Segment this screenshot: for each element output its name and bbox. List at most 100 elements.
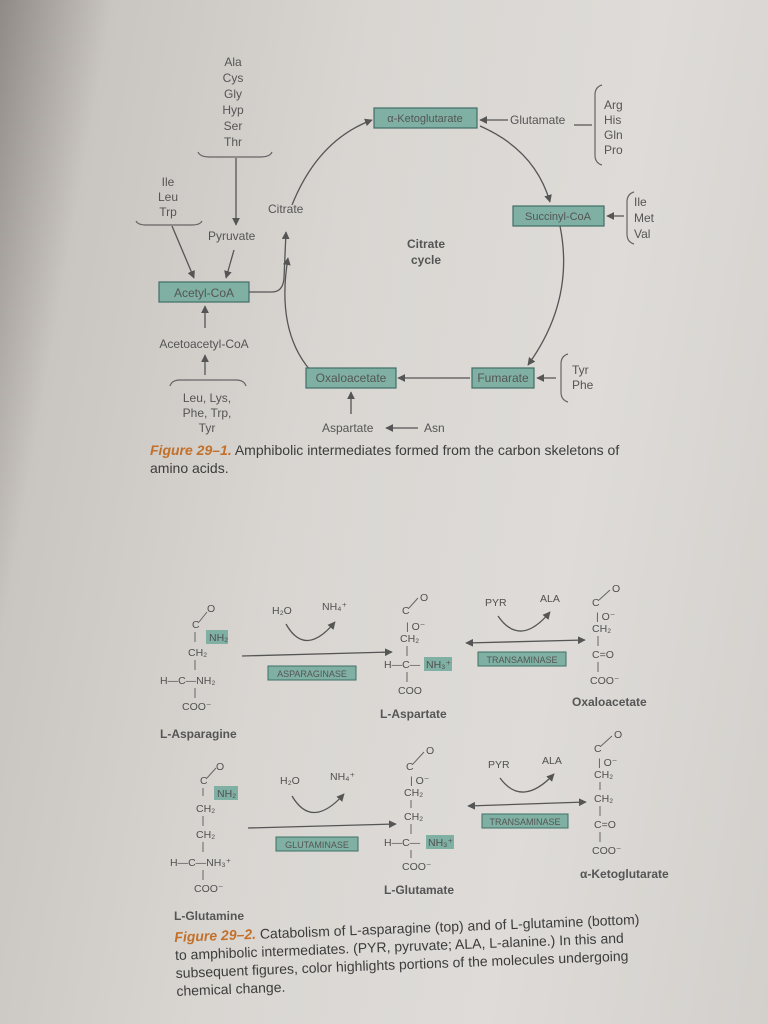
- acetyl-coa-box: Acetyl-CoA: [158, 281, 250, 303]
- cycle-arc-citrate-akg: [291, 118, 373, 206]
- svg-text:CH₂: CH₂: [404, 787, 423, 799]
- amino-met: Met: [634, 211, 655, 225]
- akg-bracket: [594, 84, 603, 166]
- fum-bracket: [560, 353, 569, 403]
- akg-box: α-Ketoglutarate: [373, 107, 478, 129]
- amino-ile-left: Ile: [162, 175, 175, 189]
- svg-text:H—C—NH₃⁺: H—C—NH₃⁺: [170, 857, 232, 869]
- citrate-cycle-label-1: Citrate: [407, 237, 445, 251]
- nh4-bottom: NH₄⁺: [330, 771, 355, 783]
- amino-val: Val: [634, 227, 650, 241]
- transaminase-top-box: TRANSAMINASE: [477, 651, 567, 667]
- glutamine-structure: C O NH₂ CH₂ CH₂ H—C—NH₃⁺ COO⁻: [170, 761, 238, 895]
- svg-text:| O⁻: | O⁻: [596, 611, 616, 623]
- succinyl-coa-box: Succinyl-CoA: [512, 205, 605, 227]
- curved-arrow-bottom-2: [499, 773, 555, 793]
- svg-text:CH₂: CH₂: [196, 829, 215, 841]
- curved-arrow-top-2: [497, 611, 551, 632]
- amino-hyp: Hyp: [222, 103, 244, 117]
- citrate-cycle-label-2: cycle: [411, 253, 441, 267]
- asn-label: Asn: [424, 421, 445, 435]
- curved-arrow-top-1: [285, 621, 336, 642]
- arrow-transaminase-bottom: [467, 798, 587, 810]
- glutamate-structure: C O | O⁻ CH₂ CH₂ H—C— NH₃⁺ COO⁻: [384, 745, 454, 873]
- arrow-pyruvate-to-acetylcoa: [224, 249, 235, 279]
- aspartate-structure: C O | O⁻ CH₂ H—C— NH₃⁺ COO: [384, 592, 452, 697]
- acetoacetyl-coa-label: Acetoacetyl-CoA: [159, 337, 248, 351]
- glutaminase-label: GLUTAMINASE: [285, 840, 349, 850]
- nh4-top: NH₄⁺: [322, 601, 347, 613]
- acetyl-coa-label: Acetyl-CoA: [174, 286, 234, 300]
- arrow-left-to-acetylcoa: [171, 225, 195, 279]
- transaminase-bottom-box: TRANSAMINASE: [481, 813, 569, 829]
- succinyl-coa-label: Succinyl-CoA: [525, 211, 592, 223]
- asparagine-structure: C O NH₂ CH₂ H—C—NH₂ COO⁻: [160, 603, 228, 713]
- fumarate-label: Fumarate: [477, 371, 529, 385]
- top-bracket: [197, 151, 273, 158]
- svg-text:C: C: [406, 761, 414, 773]
- svg-text:O: O: [426, 745, 434, 757]
- figure-29-1-text: Amphibolic intermediates formed from the…: [150, 442, 620, 476]
- svg-text:CH₂: CH₂: [592, 623, 611, 635]
- svg-text:C=O: C=O: [594, 819, 616, 831]
- svg-text:COO: COO: [398, 685, 422, 697]
- arrow-asparaginase: [241, 648, 393, 657]
- oxaloacetate-label: Oxaloacetate: [316, 371, 387, 385]
- svg-text:CH₂: CH₂: [404, 811, 423, 823]
- amino-cys: Cys: [223, 71, 244, 85]
- amino-gln: Gln: [604, 128, 623, 142]
- left-bracket: [135, 220, 203, 226]
- svg-text:NH₃⁺: NH₃⁺: [426, 659, 451, 671]
- aspartate-label: Aspartate: [322, 421, 374, 435]
- asparaginase-label: ASPARAGINASE: [277, 669, 347, 679]
- cycle-arc-oxa-citrate: [283, 257, 311, 371]
- succ-bracket: [626, 191, 635, 245]
- svg-text:O: O: [216, 761, 224, 773]
- h2o-top: H₂O: [272, 605, 292, 617]
- amino-ile-right: Ile: [634, 195, 647, 209]
- svg-text:NH₂: NH₂: [209, 632, 228, 644]
- svg-text:H—C—: H—C—: [384, 837, 421, 849]
- figure-29-1-caption: Figure 29–1. Amphibolic intermediates fo…: [150, 441, 660, 477]
- svg-text:CH₂: CH₂: [400, 633, 419, 645]
- curved-arrow-bottom-1: [291, 793, 345, 814]
- svg-text:COO⁻: COO⁻: [402, 861, 432, 873]
- svg-text:O: O: [420, 592, 428, 604]
- svg-text:CH₂: CH₂: [594, 793, 613, 805]
- svg-text:| O⁻: | O⁻: [406, 621, 426, 633]
- l-glutamate-label: L-Glutamate: [384, 883, 454, 897]
- svg-text:C: C: [592, 597, 600, 609]
- acetylcoa-to-cycle: [249, 231, 290, 293]
- l-aspartate-label: L-Aspartate: [380, 707, 447, 721]
- aminos-bl-1: Leu, Lys,: [183, 391, 231, 405]
- svg-text:C: C: [402, 605, 410, 617]
- top-amino-list: Ala Cys Gly Hyp Ser Thr: [222, 55, 244, 149]
- pyr-bottom: PYR: [488, 759, 510, 771]
- ala-bottom: ALA: [542, 755, 562, 767]
- glutaminase-box: GLUTAMINASE: [275, 836, 359, 852]
- amino-arg: Arg: [604, 98, 623, 112]
- cycle-arc-succ-fum: [527, 225, 565, 366]
- amino-ala: Ala: [224, 55, 242, 69]
- svg-text:| O⁻: | O⁻: [598, 757, 618, 769]
- oxaloacetate-box: Oxaloacetate: [305, 367, 397, 389]
- svg-text:CH₂: CH₂: [188, 647, 207, 659]
- svg-text:CH₂: CH₂: [196, 803, 215, 815]
- svg-text:CH₂: CH₂: [594, 769, 613, 781]
- svg-text:COO⁻: COO⁻: [590, 675, 620, 687]
- amino-phe: Phe: [572, 378, 594, 392]
- svg-text:| O⁻: | O⁻: [410, 775, 430, 787]
- svg-text:NH₂: NH₂: [217, 788, 236, 800]
- akg-label: α-Ketoglutarate: [387, 113, 462, 125]
- svg-text:C: C: [594, 743, 602, 755]
- l-glutamine-label: L-Glutamine: [174, 909, 244, 923]
- transaminase-top-label: TRANSAMINASE: [486, 655, 557, 665]
- amino-leu-left: Leu: [158, 190, 178, 204]
- amino-thr: Thr: [224, 135, 242, 149]
- fumarate-box: Fumarate: [471, 367, 535, 389]
- svg-text:COO⁻: COO⁻: [592, 845, 622, 857]
- svg-text:H—C—: H—C—: [384, 659, 421, 671]
- svg-text:NH₃⁺: NH₃⁺: [428, 837, 453, 849]
- aminos-bl-2: Phe, Trp,: [183, 406, 232, 420]
- amino-his: His: [604, 113, 621, 127]
